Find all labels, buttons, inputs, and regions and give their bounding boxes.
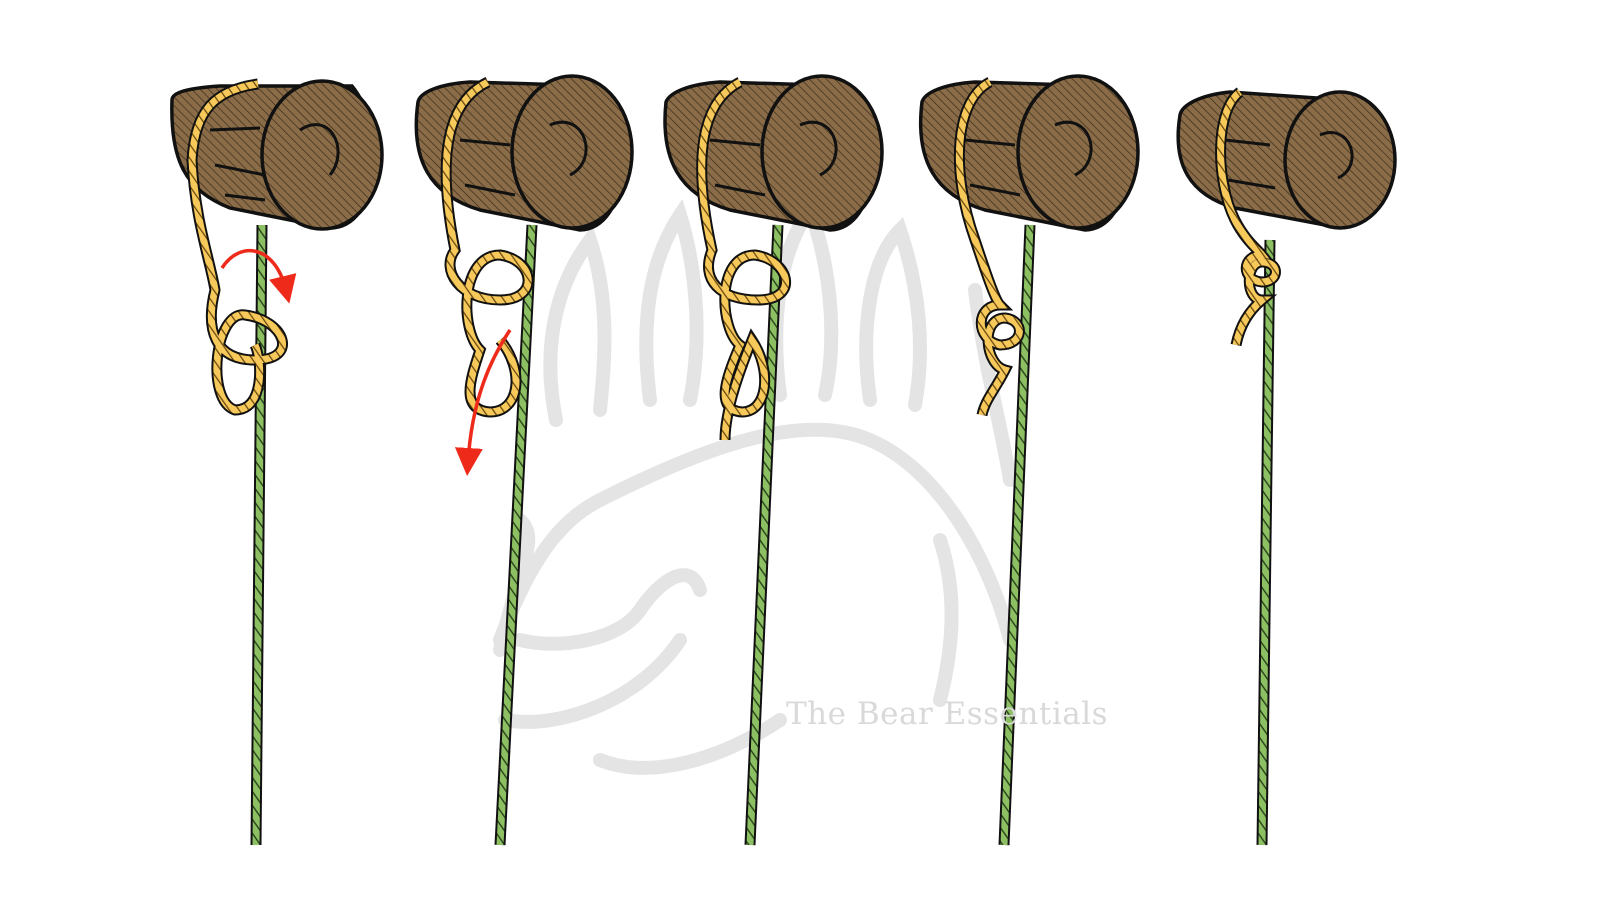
knot-step-2 <box>414 74 634 846</box>
knot-step-3 <box>663 74 884 846</box>
knot-step-5 <box>1176 87 1397 846</box>
knot-step-4 <box>918 74 1140 846</box>
log-icon <box>663 74 884 232</box>
down-arrow-icon <box>454 329 512 476</box>
log-icon <box>918 74 1140 232</box>
log-icon <box>414 74 634 232</box>
log-icon <box>170 79 384 231</box>
curved-arrow-icon <box>220 249 297 304</box>
knot-step-1 <box>170 78 384 846</box>
log-icon <box>1176 90 1397 230</box>
watermark-text: The Bear Essentials <box>786 696 1109 732</box>
